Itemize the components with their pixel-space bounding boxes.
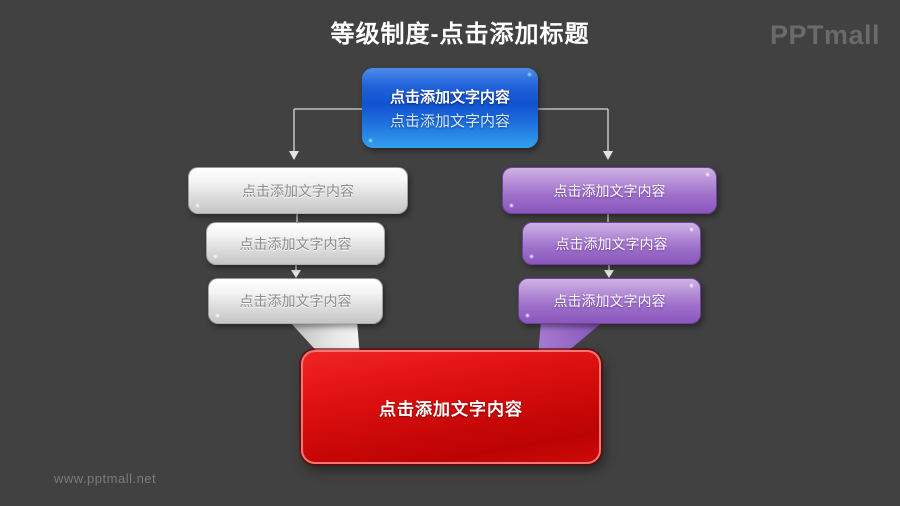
sparkle-dot-icon — [195, 203, 200, 208]
right-node-2[interactable]: 点击添加文字内容 — [522, 222, 701, 265]
arrowhead-right-icon — [603, 151, 613, 160]
arrowhead-left-2-3-icon — [291, 270, 301, 278]
brand-logo: PPTmall — [769, 20, 880, 50]
root-node-line2: 点击添加文字内容 — [389, 112, 510, 130]
summary-node-label: 点击添加文字内容 — [379, 399, 523, 419]
left-node-3[interactable]: 点击添加文字内容 — [208, 278, 383, 324]
sparkle-dot-icon — [368, 138, 373, 143]
left-node-1[interactable]: 点击添加文字内容 — [188, 167, 408, 214]
slide-title[interactable]: 等级制度-点击添加标题 — [330, 21, 590, 48]
sparkle-dot-icon — [213, 254, 218, 259]
sparkle-dot-icon — [689, 227, 694, 232]
sparkle-dot-icon — [529, 254, 534, 259]
sparkle-dot-icon — [525, 313, 530, 318]
sparkle-dot-icon — [527, 72, 532, 77]
sparkle-dot-icon — [215, 313, 220, 318]
sparkle-dot-icon — [705, 172, 710, 177]
sparkle-dot-icon — [509, 203, 514, 208]
sparkle-dot-icon — [689, 283, 694, 288]
arrowhead-right-2-3-icon — [604, 270, 614, 278]
left-node-2[interactable]: 点击添加文字内容 — [206, 222, 385, 265]
right-node-1[interactable]: 点击添加文字内容 — [502, 167, 717, 214]
left-node-1-label: 点击添加文字内容 — [242, 182, 354, 199]
root-node-line1: 点击添加文字内容 — [389, 88, 510, 106]
arrowhead-left-icon — [289, 151, 299, 160]
root-node[interactable]: 点击添加文字内容 点击添加文字内容 — [362, 68, 538, 148]
watermark-url: www.pptmall.net — [54, 471, 157, 486]
left-node-2-label: 点击添加文字内容 — [239, 235, 352, 252]
left-node-3-label: 点击添加文字内容 — [239, 293, 352, 309]
right-node-3-label: 点击添加文字内容 — [553, 293, 666, 309]
right-node-2-label: 点击添加文字内容 — [555, 235, 668, 252]
summary-node[interactable]: 点击添加文字内容 — [301, 350, 601, 464]
right-node-3[interactable]: 点击添加文字内容 — [518, 278, 701, 324]
right-node-1-label: 点击添加文字内容 — [553, 182, 666, 199]
